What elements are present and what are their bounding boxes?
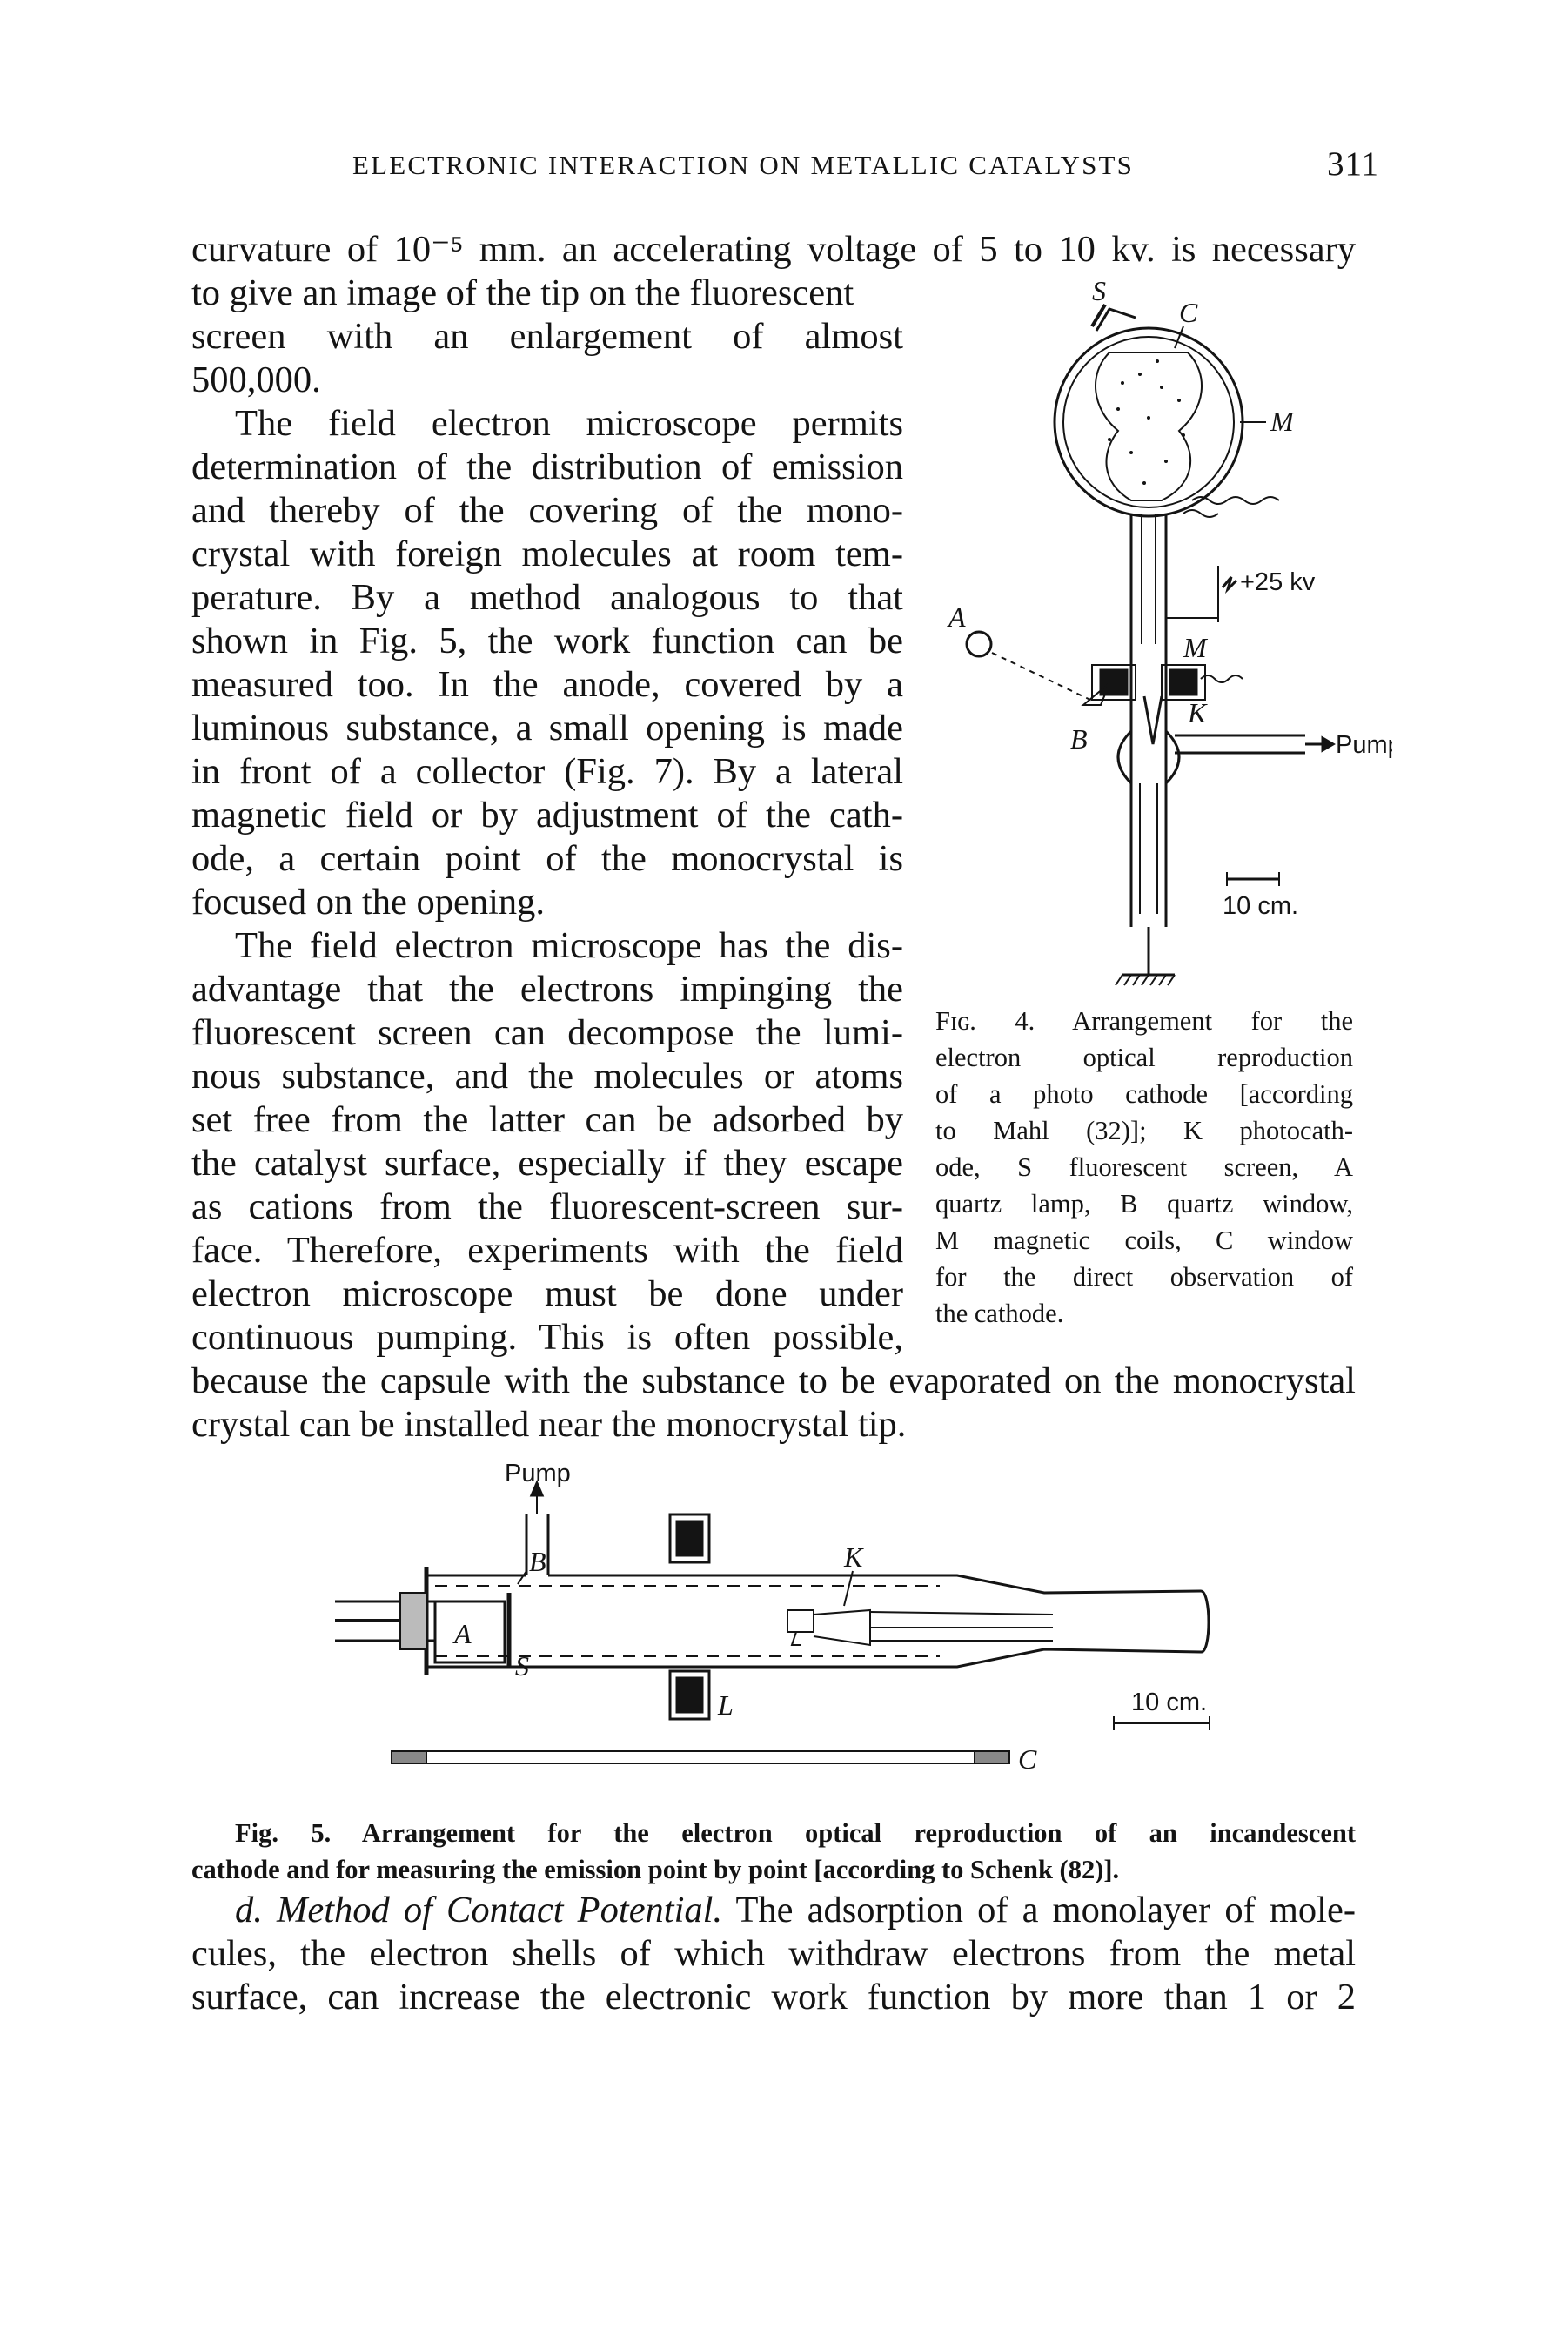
- text-line: continuous pumping. This is often possib…: [191, 1317, 903, 1358]
- text-line: fluorescent screen can decompose the lum…: [191, 1012, 903, 1053]
- section-heading: d. Method of Contact Potential.: [235, 1890, 723, 1930]
- text-line: advantage that the electrons impinging t…: [191, 969, 903, 1010]
- text-line: cules, the electron shells of which with…: [191, 1933, 1356, 1974]
- fig5-caption-line: Fig. 5. Arrangement for the electron opt…: [235, 1818, 1356, 1848]
- fig4-caption-line: quartz lamp, B quartz window,: [935, 1189, 1353, 1219]
- text-line: crystal with foreign molecules at room t…: [191, 534, 903, 574]
- text-line: determination of the distribution of emi…: [191, 446, 903, 487]
- fig5-label-s: S: [515, 1650, 529, 1682]
- text-line: in front of a collector (Fig. 7). By a l…: [191, 751, 903, 792]
- text-line: screen with an enlargement of almost: [191, 316, 903, 357]
- text-line: 500,000.: [191, 359, 321, 400]
- text-line: crystal can be installed near the monocr…: [191, 1404, 907, 1445]
- text-line: nous substance, and the molecules or ato…: [191, 1056, 903, 1097]
- fig4-label-a: A: [947, 601, 966, 633]
- text-line: curvature of 10⁻⁵ mm. an accelerating vo…: [191, 229, 1356, 270]
- running-title: ELECTRONIC INTERACTION ON METALLIC CATAL…: [352, 150, 1135, 180]
- text-line: electron microscope must be done under: [191, 1273, 903, 1314]
- text-line: ode, a certain point of the monocrystal …: [191, 838, 903, 879]
- fig5-label-c: C: [1018, 1743, 1037, 1775]
- text-line: surface, can increase the electronic wor…: [191, 1977, 1356, 2018]
- text-line: perature. By a method analogous to that: [191, 577, 903, 618]
- fig5-label-scale: 10 cm.: [1131, 1689, 1207, 1716]
- text-line: focused on the opening.: [191, 882, 546, 923]
- fig4-caption-line: to Mahl (32)]; K photocath-: [935, 1116, 1353, 1145]
- fig4-caption-line: electron optical reproduction: [935, 1043, 1353, 1072]
- fig4-caption-line: Fɪɢ. 4. Arrangement for the: [935, 1006, 1353, 1036]
- section-heading-line: d. Method of Contact Potential. The adso…: [235, 1889, 1356, 1932]
- fig4-label-voltage: +25 kv: [1240, 568, 1316, 596]
- fig4-caption-line: the cathode.: [935, 1299, 1064, 1328]
- text-line: shown in Fig. 5, the work function can b…: [191, 621, 903, 661]
- page-number: 311: [1326, 145, 1379, 183]
- fig4-label-scale: 10 cm.: [1223, 892, 1298, 920]
- fig5-coil-top: [668, 1513, 711, 1564]
- fig4-label-pump: Pump: [1336, 731, 1392, 759]
- text-line: magnetic field or by adjustment of the c…: [191, 795, 903, 836]
- fig4-magnetic-coil-left: [1099, 668, 1129, 696]
- fig4-quartz-lamp: [965, 630, 993, 658]
- text-line: and thereby of the covering of the mono-: [191, 490, 903, 531]
- fig4-caption-line: for the direct observation of: [935, 1262, 1353, 1292]
- fig5-label-k: K: [843, 1541, 864, 1573]
- fig5-label-a: A: [452, 1618, 472, 1649]
- text-line: The field electron microscope has the di…: [235, 925, 903, 966]
- fig5-coil-bottom: [668, 1669, 711, 1721]
- fig4-label-k: K: [1187, 697, 1208, 728]
- fig4-caption-line: ode, S fluorescent screen, A: [935, 1152, 1353, 1182]
- fig4-label-c: C: [1179, 297, 1198, 328]
- fig5-label-pump: Pump: [505, 1462, 571, 1487]
- fig4-bulb: [1053, 326, 1244, 518]
- text-line: set free from the latter can be adsorbed…: [191, 1099, 903, 1140]
- text-line: as cations from the fluorescent-screen s…: [191, 1186, 903, 1227]
- text-line: the catalyst surface, especially if they…: [191, 1143, 903, 1184]
- fig4-label-b: B: [1070, 723, 1088, 755]
- fig4-label-s: S: [1092, 279, 1106, 306]
- text-line: The field electron microscope permits: [235, 403, 903, 444]
- fig4-magnetic-coil-right: [1169, 668, 1198, 696]
- fig4-caption-line: M magnetic coils, C window: [935, 1225, 1353, 1255]
- fig4-label-m-lower: M: [1183, 632, 1209, 663]
- text-line: measured too. In the anode, covered by a: [191, 664, 903, 705]
- fig5-window-rod: [391, 1750, 1010, 1764]
- text-line: face. Therefore, experiments with the fi…: [191, 1230, 903, 1271]
- fig4-caption-line: of a photo cathode [according: [935, 1079, 1353, 1109]
- figure-5: A B S K L C Pump 10 cm.: [335, 1462, 1210, 1775]
- fig4-quartz-window: [1081, 682, 1110, 706]
- fig5-caption-line: cathode and for measuring the emission p…: [191, 1855, 1120, 1884]
- text-line: luminous substance, a small opening is m…: [191, 708, 903, 749]
- text-line: The adsorption of a monolayer of mole-: [722, 1890, 1357, 1930]
- fig5-label-l: L: [717, 1689, 734, 1721]
- running-header: ELECTRONIC INTERACTION ON METALLIC CATAL…: [352, 145, 1379, 183]
- figure-4: S C M A M B K +25 kv Pump 10 cm.: [947, 279, 1392, 986]
- fig5-label-b: B: [529, 1546, 546, 1577]
- text-line: because the capsule with the substance t…: [191, 1360, 1356, 1401]
- fig5-anode-box: [433, 1600, 506, 1664]
- fig4-fluorescent-screen: [1095, 352, 1203, 501]
- fig4-label-m-upper: M: [1270, 406, 1296, 437]
- text-line: to give an image of the tip on the fluor…: [191, 272, 854, 313]
